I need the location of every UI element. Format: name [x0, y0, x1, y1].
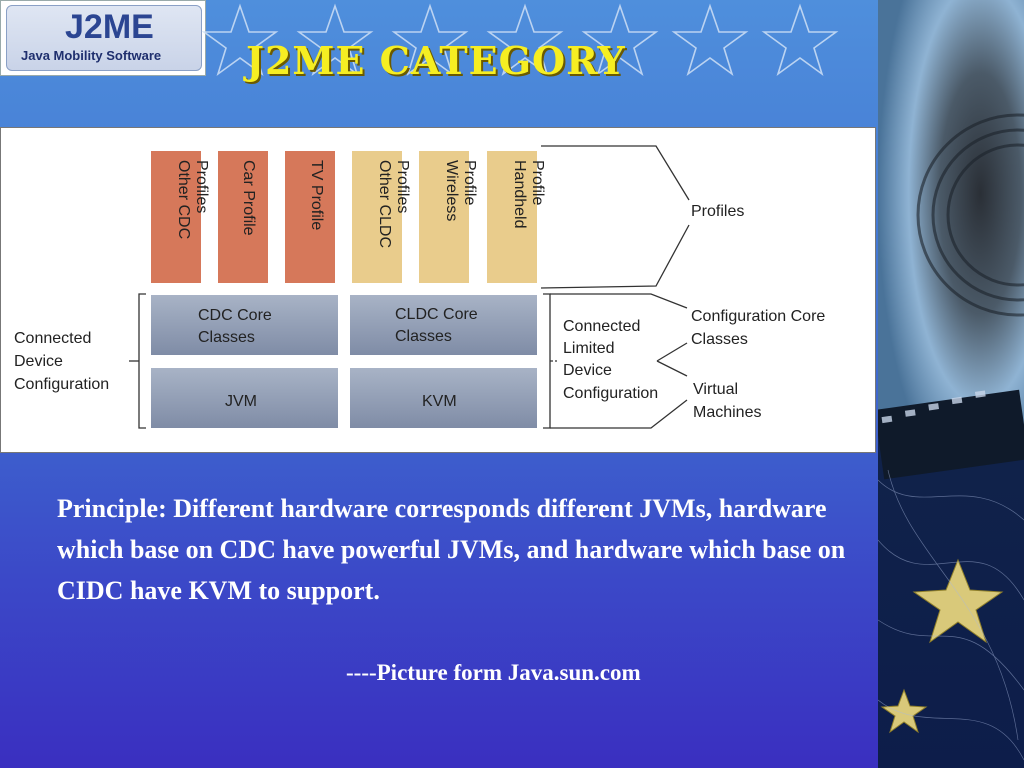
jvm-box: [151, 368, 338, 428]
svg-text:Profiles: Profiles: [691, 203, 744, 220]
profile-box-other-cldc: [352, 151, 402, 283]
svg-text:Machines: Machines: [693, 404, 761, 421]
star-icon: [761, 3, 839, 77]
decorative-photo-strip: [878, 0, 1024, 768]
kvm-label: KVM: [422, 393, 457, 410]
svg-text:Configuration Core: Configuration Core: [691, 308, 825, 325]
cdc-core-box: [151, 295, 338, 355]
left-group-label: Connected Device Configuration: [14, 330, 109, 393]
profile-box-tv: [285, 151, 335, 283]
profile-label: Car Profile: [240, 160, 257, 236]
svg-text:Configuration: Configuration: [563, 385, 658, 402]
logo-product: J2ME: [65, 8, 154, 46]
kvm-box: [350, 368, 537, 428]
profile-box-car: [218, 151, 268, 283]
svg-text:Classes: Classes: [691, 331, 748, 348]
gold-star-icon: [880, 558, 1004, 734]
svg-text:Configuration: Configuration: [14, 376, 109, 393]
profile-boxes: [151, 151, 537, 283]
principle-text: Principle: Different hardware correspond…: [57, 494, 846, 605]
svg-text:Connected: Connected: [14, 330, 91, 347]
jvm-label: JVM: [225, 393, 257, 410]
logo-tagline: Java Mobility Software: [21, 48, 162, 63]
right-labels: Profiles Configuration Core Classes Virt…: [691, 203, 825, 421]
profile-label: HandheldProfile: [511, 160, 546, 229]
star-icon: [486, 3, 564, 77]
star-icon: [201, 3, 279, 77]
svg-text:Device: Device: [563, 362, 612, 379]
svg-text:Device: Device: [14, 353, 63, 370]
page-title: J2ME CATEGORY: [246, 38, 626, 83]
star-icon: [391, 3, 469, 77]
mid-bracket: [543, 293, 557, 429]
profile-box-other-cdc: [151, 151, 201, 283]
svg-text:Virtual: Virtual: [693, 381, 738, 398]
profile-box-handheld: [487, 151, 537, 283]
profile-label: Other CLDCProfiles: [376, 160, 411, 248]
profile-label: TV Profile: [308, 160, 325, 230]
star-icon: [296, 3, 374, 77]
star-icon: [671, 3, 749, 77]
profile-label: WirelessProfile: [443, 160, 478, 221]
right-connector-lines: [540, 145, 690, 429]
profile-box-wireless: [419, 151, 469, 283]
left-bracket: [129, 293, 146, 429]
profile-label: Other CDCProfiles: [175, 160, 210, 239]
j2me-architecture-diagram: Other CDCProfiles Car Profile TV Profile…: [0, 127, 876, 453]
svg-text:Limited: Limited: [563, 340, 615, 357]
cldc-core-box: [350, 295, 537, 355]
mid-group-label: Connected Limited Device Configuration: [563, 318, 658, 402]
j2me-logo: J2ME Java Mobility Software: [0, 0, 206, 76]
picture-credit: ----Picture form Java.sun.com: [346, 660, 641, 685]
star-row-decoration: [201, 3, 839, 77]
star-icon: [581, 3, 659, 77]
profile-labels: Other CDCProfiles Car Profile TV Profile…: [175, 160, 546, 248]
svg-text:Connected: Connected: [563, 318, 640, 335]
logo-badge: J2ME Java Mobility Software: [6, 5, 202, 71]
